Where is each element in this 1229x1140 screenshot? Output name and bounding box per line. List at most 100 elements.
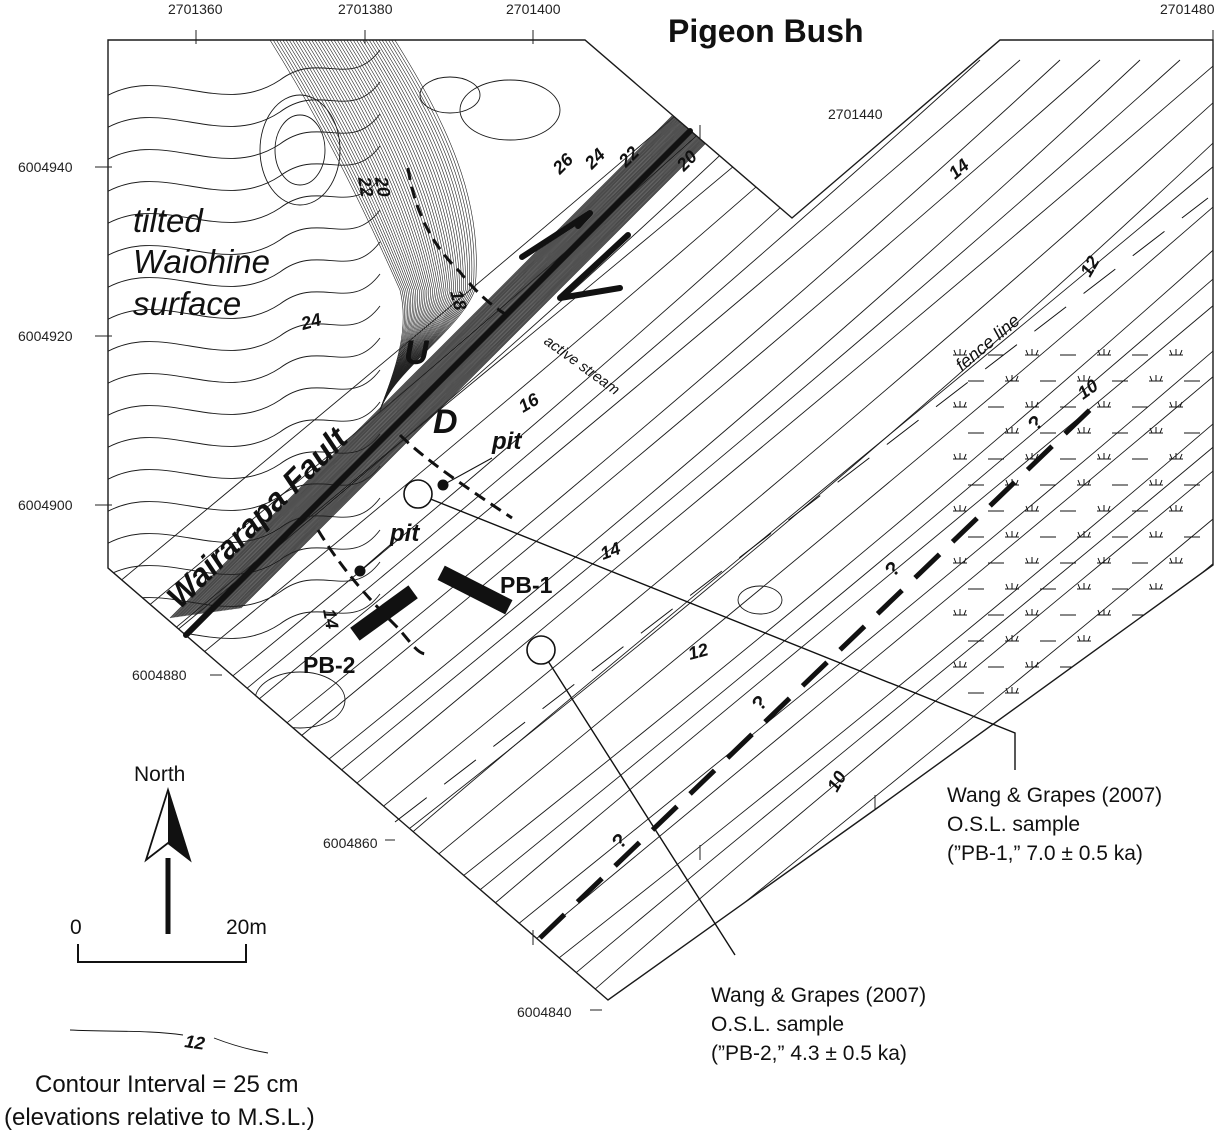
marsh-symbol xyxy=(953,349,967,356)
contour-line xyxy=(159,59,1213,1000)
contour-line xyxy=(559,59,1213,1000)
contour-line xyxy=(308,40,424,411)
contour-line xyxy=(439,59,1213,1000)
scale-start: 0 xyxy=(70,916,82,939)
marsh-symbol xyxy=(1149,375,1163,382)
circle-marker-icon xyxy=(403,479,433,509)
contour-loop xyxy=(259,94,341,206)
contour-line xyxy=(919,59,1213,1000)
pit-leader xyxy=(442,457,493,486)
contour-line xyxy=(193,109,700,615)
marsh-symbol xyxy=(1077,427,1091,434)
contour-line xyxy=(352,40,451,411)
contour-line xyxy=(218,105,725,612)
contour-label: 24 xyxy=(298,309,323,334)
queried-fault-trace xyxy=(538,403,1097,940)
contour-line xyxy=(301,40,420,411)
contour-line xyxy=(199,59,1213,1000)
north-arrow-icon xyxy=(144,786,192,934)
marsh-symbol xyxy=(953,505,967,512)
contour-line xyxy=(379,40,473,411)
marsh-symbol xyxy=(1077,531,1091,538)
contour-line xyxy=(108,561,381,613)
northing-label: 6004860 xyxy=(323,835,378,851)
marsh-symbol xyxy=(1077,375,1091,382)
contour-line xyxy=(304,40,422,411)
contour-label: 12 xyxy=(686,639,711,664)
contour-line xyxy=(959,59,1213,1000)
contour-line xyxy=(175,111,682,618)
contour-line xyxy=(349,40,449,411)
marsh-symbol xyxy=(1025,609,1039,616)
sample-leader xyxy=(540,649,736,956)
contour-line xyxy=(182,110,689,617)
contour-line xyxy=(228,104,735,611)
contour-label: 26 xyxy=(548,149,578,179)
contour-line xyxy=(235,103,742,610)
contour-line xyxy=(222,105,729,611)
contour-line xyxy=(227,104,733,611)
surface-label: tilted Waiohine surface xyxy=(133,202,270,322)
marsh-symbol xyxy=(1149,687,1163,694)
contour-line xyxy=(799,59,1213,1000)
contour-line xyxy=(599,59,1213,1000)
svg-text:tilted: tilted xyxy=(133,202,204,239)
contour-line xyxy=(234,103,741,610)
contour-line xyxy=(279,59,1213,1000)
marsh-symbol xyxy=(1169,505,1183,512)
marsh-symbol xyxy=(953,557,967,564)
contour-line xyxy=(336,40,441,411)
contour-line xyxy=(340,40,443,411)
marsh-symbol xyxy=(1005,583,1019,590)
contour-line xyxy=(229,104,736,610)
scale-bar: 0 20m xyxy=(70,916,267,963)
contour-line xyxy=(108,59,1061,1000)
svg-text:Waiohine: Waiohine xyxy=(133,243,270,280)
northing-label: 6004940 xyxy=(18,159,73,175)
marsh-symbol xyxy=(1097,505,1111,512)
contour-label: 18 xyxy=(446,288,471,313)
contour-line xyxy=(179,111,685,617)
contour-line xyxy=(108,145,381,197)
marsh-symbol xyxy=(1097,661,1111,668)
marsh-symbol xyxy=(1149,427,1163,434)
easting-label: 2701480 xyxy=(1160,1,1215,17)
contour-line xyxy=(224,105,731,611)
downthrown-label: D xyxy=(433,403,458,441)
contour-line xyxy=(192,109,699,616)
contour-line xyxy=(220,105,726,612)
contour-line xyxy=(333,40,439,411)
contour-line xyxy=(295,40,417,411)
stream-traces xyxy=(316,167,513,656)
contour-line xyxy=(226,104,732,611)
marsh-symbol xyxy=(1169,349,1183,356)
pit-leader xyxy=(359,544,391,572)
contour-line xyxy=(108,113,381,165)
contour-line xyxy=(108,369,381,421)
contour-loop xyxy=(737,585,783,615)
contour-line xyxy=(1079,59,1213,1000)
contour-line xyxy=(185,110,691,617)
contour-line xyxy=(276,40,407,411)
contour-line xyxy=(199,108,706,615)
marsh-symbol xyxy=(1077,583,1091,590)
contour-line xyxy=(108,305,381,357)
contour-label: 14 xyxy=(945,155,973,183)
contour-line xyxy=(181,111,688,617)
svg-text:Wang & Grapes (2007): Wang & Grapes (2007) xyxy=(947,784,1162,807)
sample-annotation-pb1: Wang & Grapes (2007) O.S.L. sample (”PB-… xyxy=(947,784,1162,865)
contour-line xyxy=(190,109,696,616)
contour-line xyxy=(399,59,1213,1000)
easting-label: 2701400 xyxy=(506,1,561,17)
contour-line xyxy=(196,109,702,615)
contour-line xyxy=(214,106,720,613)
marsh-symbol xyxy=(1005,427,1019,434)
marsh-symbol xyxy=(1169,609,1183,616)
marsh-symbol xyxy=(1005,531,1019,538)
marsh-symbol xyxy=(953,661,967,668)
scale-end: 20m xyxy=(226,916,267,939)
contour-loop xyxy=(419,76,481,114)
contour-line xyxy=(317,40,430,411)
contour-line xyxy=(314,40,428,411)
contour-line xyxy=(186,110,693,616)
